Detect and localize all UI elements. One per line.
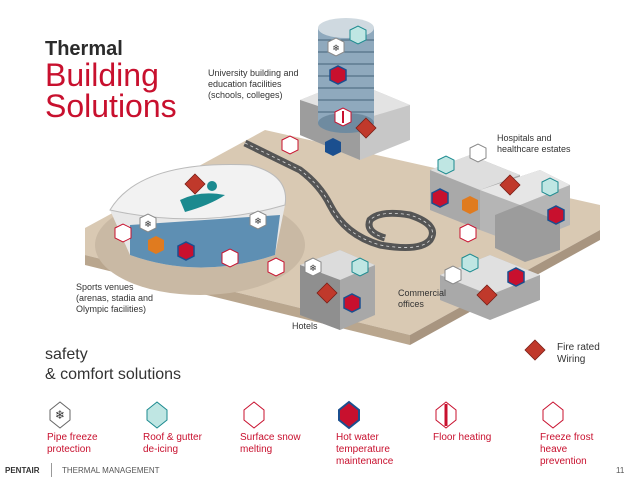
arena-snow-melting-icon: [114, 223, 132, 243]
arena-floor-heating-icon: [148, 236, 164, 254]
legend-label-snow-melting: Surface snow melting: [240, 432, 301, 455]
roof-deicing-icon: [349, 25, 367, 45]
legend-label-pipe-freeze: Pipe freeze protection: [47, 432, 98, 455]
svg-text:❄: ❄: [309, 264, 317, 274]
svg-text:❄: ❄: [332, 44, 340, 54]
safety-line-2: & comfort solutions: [45, 366, 182, 383]
page-number: 11: [616, 466, 625, 475]
arena-frost-heave-icon: [221, 248, 239, 268]
hospital-roof-deicing-icon-2: [541, 177, 559, 197]
safety-heading: safety & comfort solutions: [45, 345, 181, 385]
hotel-hot-water-icon: [343, 293, 361, 313]
info-icon: [325, 138, 341, 156]
arena-snow-melting-icon-2: [267, 257, 285, 277]
label-hotels: Hotels: [292, 321, 318, 331]
hospital-buildings: [430, 155, 570, 262]
label-fire-rated: Fire rated Wiring: [557, 342, 600, 365]
hot-water-icon: [329, 65, 347, 85]
hospital-pipe-freeze-icon: [469, 143, 487, 163]
fire-rated-wiring-marker: [499, 174, 521, 196]
footer: PENTAIR THERMAL MANAGEMENT 11: [0, 462, 638, 479]
arena-pipe-freeze-icon: ❄: [139, 213, 157, 233]
fire-rated-wiring-legend-diamond: [524, 339, 546, 361]
label-commercial: Commercial offices: [398, 288, 447, 309]
arena-hot-water-icon: [177, 241, 195, 261]
hospital-hot-water-icon: [431, 188, 449, 208]
fire-rated-wiring-marker: [184, 173, 206, 195]
hotel-roof-deicing-icon: [351, 257, 369, 277]
footer-divider: [51, 463, 52, 477]
label-university: University building and education facili…: [208, 68, 299, 100]
snow-melting-icon: [281, 135, 299, 155]
label-hospitals: Hospitals and healthcare estates: [497, 133, 571, 154]
arena-pipe-freeze-icon-2: ❄: [249, 210, 267, 230]
svg-text:❄: ❄: [254, 217, 262, 227]
title-line-building: Building: [45, 57, 159, 93]
commercial-roof-deicing-icon: [461, 253, 479, 273]
floor-heating-icon: [334, 107, 352, 127]
legend-label-floor-heating: Floor heating: [433, 432, 492, 443]
fire-rated-wiring-marker: [316, 282, 338, 304]
legend-label-roof-deicing: Roof & gutter de-icing: [143, 432, 202, 455]
safety-line-1: safety: [45, 346, 88, 363]
svg-text:❄: ❄: [144, 220, 152, 230]
title-thermal: Thermal: [45, 38, 123, 60]
legend-label-frost-heave: Freeze frost heave prevention: [540, 432, 594, 467]
hotel-pipe-freeze-icon: ❄: [304, 257, 322, 277]
title-building: Building Solutions: [45, 57, 177, 124]
road: [243, 139, 436, 252]
title-line-solutions: Solutions: [45, 88, 177, 124]
commercial-hot-water-icon: [507, 267, 525, 287]
hospital-floor-heating-icon: [462, 196, 478, 214]
fire-rated-wiring-marker: [476, 284, 498, 306]
hospital-roof-deicing-icon: [437, 155, 455, 175]
commercial-pipe-freeze-icon: [444, 265, 462, 285]
fire-rated-wiring-marker: [355, 117, 377, 139]
footer-section: THERMAL MANAGEMENT: [62, 466, 160, 475]
hospital-snow-melting-icon: [459, 223, 477, 243]
legend-label-hot-water: Hot water temperature maintenance: [336, 432, 394, 467]
hospital-hot-water-icon-2: [547, 205, 565, 225]
pipe-freeze-icon: ❄: [327, 37, 345, 57]
footer-brand: PENTAIR: [5, 466, 40, 475]
label-sports: Sports venues (arenas, stadia and Olympi…: [76, 282, 154, 314]
